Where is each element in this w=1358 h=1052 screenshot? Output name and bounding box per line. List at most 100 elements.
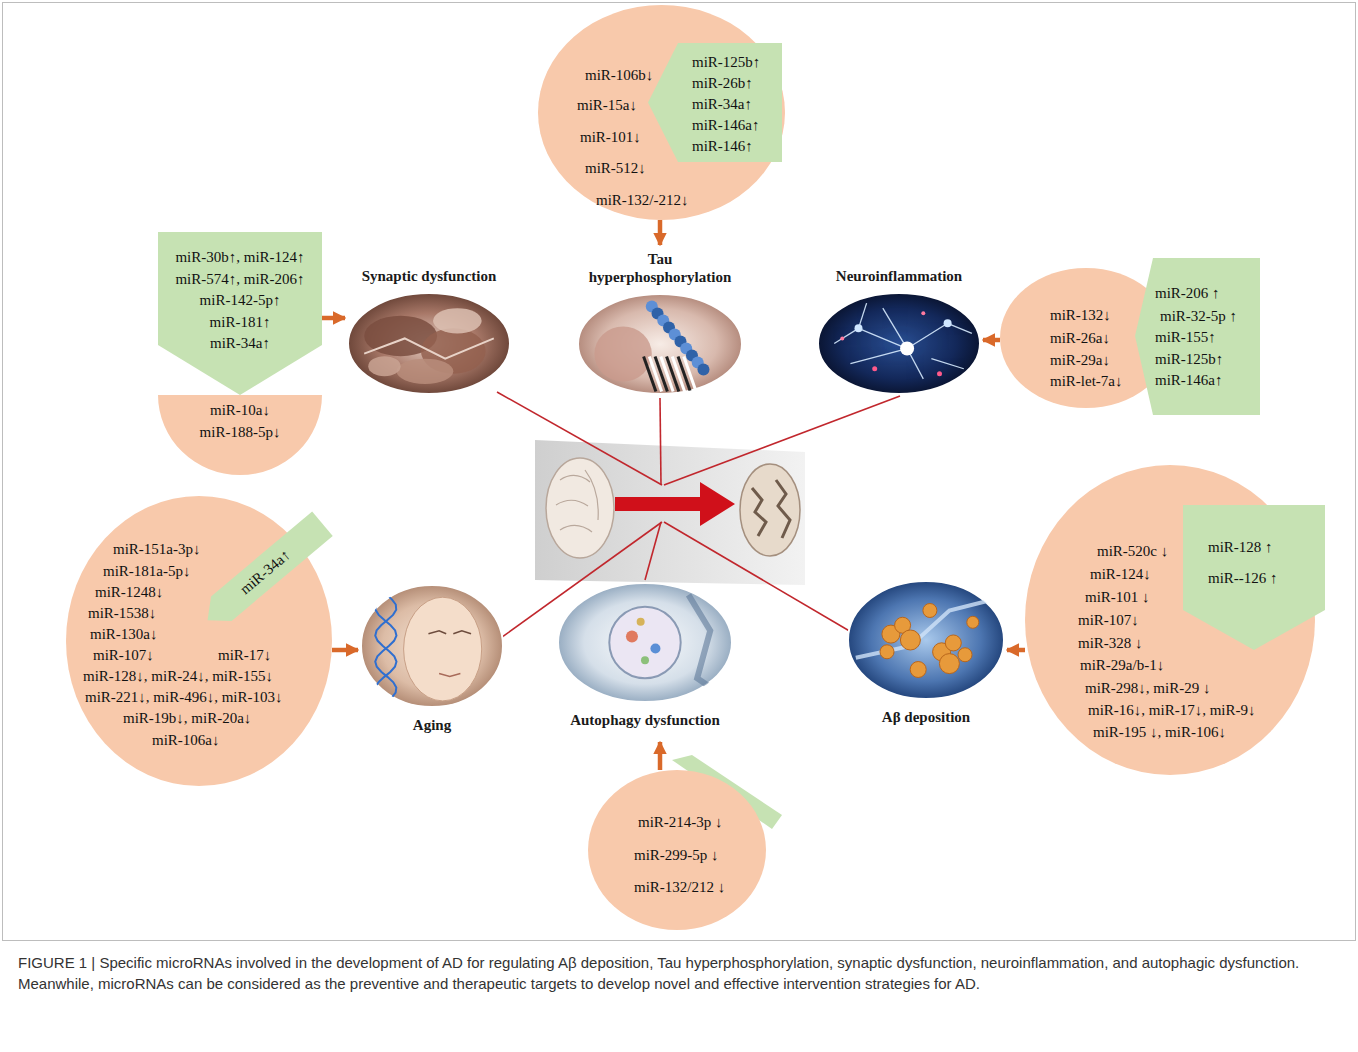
mirna-label: miR-101↓ [580, 129, 641, 145]
text-holder: miR-16↓, miR-17↓, miR-9↓ [1088, 701, 1256, 719]
autophagosome [609, 607, 680, 678]
text-holder: miR-298↓, miR-29 ↓ [1085, 679, 1210, 697]
green-shape [197, 512, 332, 633]
tau-protein [697, 364, 709, 376]
mirna-label: miR-10a↓ [210, 402, 270, 418]
neuron-process [834, 328, 858, 343]
text-holder: miR-107↓ [93, 646, 154, 664]
arrow-connector [983, 338, 1000, 343]
mirna-label: miR-146a↑ [692, 117, 760, 133]
mirna-label: miR-328 ↓ [1078, 635, 1143, 651]
membrane-fold [689, 595, 724, 696]
face-eye [428, 631, 446, 634]
pathway-line [660, 398, 661, 485]
text-holder: miR-15a↓ [577, 96, 637, 114]
text-holder: Autophagy dysfunction [555, 711, 735, 729]
mirna-label: miR-221↓, miR-496↓, miR-103↓ [85, 689, 283, 705]
text-holder: miR-128 ↑ [1208, 538, 1273, 556]
mirna-label: miR-520c ↓ [1097, 543, 1168, 559]
text-holder: miR-132↓ [1050, 306, 1111, 324]
green-shape [1135, 258, 1260, 415]
mirna-group: miR-206 ↑miR-32-5p ↑miR-155↑miR-125b↑miR… [1135, 258, 1260, 415]
process-heading: Tau hyperphosphorylation [589, 251, 732, 285]
salmon-shape [66, 496, 332, 786]
text-holder: Aβ deposition [845, 708, 1007, 726]
progression-arrow [615, 482, 735, 526]
text-holder: miR-221↓, miR-496↓, miR-103↓ [85, 688, 283, 706]
arrow-connector [332, 648, 358, 653]
caption-box: FIGURE 1 | Specific microRNAs involved i… [18, 952, 1338, 994]
text-holder: miR-10a↓ [158, 401, 322, 419]
mirna-label: miR-30b↑, miR-124↑ [175, 249, 304, 265]
tangle-stripe [684, 357, 696, 392]
mirna-label: miR-146a↑ [1155, 372, 1223, 388]
text-holder: miR-130a↓ [90, 625, 158, 643]
figure-frame [3, 3, 1356, 941]
text-holder: miR-512↓ [585, 159, 646, 177]
mirna-label: miR-298↓, miR-29 ↓ [1085, 680, 1210, 696]
dna-helix [375, 594, 396, 698]
neuron-process [907, 323, 948, 348]
text-holder: miR-17↓ [218, 646, 271, 664]
amyloid-plaque [923, 604, 937, 618]
text-holder: miR-101↓ [580, 128, 641, 146]
mirna-group: miR-151a-3p↓miR-181a-5p↓miR-1248↓miR-153… [66, 496, 332, 786]
green-shape [158, 232, 322, 395]
mirna-label: miR-125b↑ [692, 54, 760, 70]
pathway-line [645, 522, 661, 580]
mirna-label: miR-299-5p ↓ [634, 847, 719, 863]
mirna-label: miR-1538↓ [88, 605, 156, 621]
mirna-label: miR-574↑, miR-206↑ [175, 271, 304, 287]
amyloid-plaque [900, 630, 920, 650]
neuron-process [850, 349, 907, 364]
arrow-connector [658, 220, 663, 245]
text-holder: miR-125b↑ [692, 53, 760, 71]
illustration-node: Aβ deposition [845, 578, 1007, 740]
brain-atrophy-gaps [752, 480, 790, 538]
mirna-label: miR-106b↓ [585, 67, 653, 83]
text-holder: miR-574↑, miR-206↑ [158, 270, 322, 288]
mirna-group: miR-214-3p ↓miR-299-5p ↓miR-132/212 ↓ [588, 770, 766, 930]
glial-cell [900, 342, 914, 356]
mirna-group: miR-10a↓miR-188-5p↓ [158, 395, 322, 475]
illustration-node: Autophagy dysfunction [555, 580, 735, 742]
face-mouth [439, 673, 460, 676]
text-holder: miR-206 ↑ [1155, 284, 1220, 302]
figure-caption: FIGURE 1 | Specific microRNAs involved i… [18, 954, 1299, 992]
illustration-oval [848, 581, 1004, 699]
mirna-label: miR-142-5p↑ [200, 292, 281, 308]
text-holder: miR-132/212 ↓ [634, 878, 725, 896]
process-heading: Synaptic dysfunction [362, 268, 497, 284]
text-holder: miR-151a-3p↓ [113, 540, 201, 558]
glial-cell [921, 311, 925, 315]
amyloid-plaque [945, 635, 961, 651]
text-holder: miR-let-7a↓ [1050, 372, 1122, 390]
text-holder: miR-132/-212↓ [596, 191, 689, 209]
cargo [641, 656, 649, 664]
text-holder: miR-146a↑ [1155, 371, 1223, 389]
amyloid-plaque [910, 662, 926, 678]
glial-cell [872, 366, 877, 371]
mirna-label: miR-155↑ [1155, 329, 1216, 345]
glial-cell [944, 319, 952, 327]
illustration-detail [364, 308, 494, 384]
mirna-group: miR-125b↑miR-26b↑miR-34a↑miR-146a↑miR-14… [648, 43, 782, 162]
text-holder: miR-299-5p ↓ [634, 846, 719, 864]
mirna-label: miR-let-7a↓ [1050, 373, 1122, 389]
arrow-connector [322, 316, 345, 321]
glial-cell [840, 336, 844, 340]
mirna-label: miR-146↑ [692, 138, 753, 154]
salmon-shape [538, 5, 785, 220]
tissue-blob [397, 359, 454, 384]
text-holder: miR-29a↓ [1050, 351, 1110, 369]
text-holder: miR-29a/b-1↓ [1080, 656, 1164, 674]
mirna-label: miR-26b↑ [692, 75, 753, 91]
tissue-fiber [364, 338, 494, 358]
arrow-connector [1007, 648, 1025, 653]
glial-cell [855, 324, 863, 332]
mirna-label: miR-132/-212↓ [596, 192, 689, 208]
illustration-oval [578, 294, 742, 394]
text-holder: Tau hyperphosphorylation [589, 250, 732, 286]
brain-panel [535, 440, 805, 585]
